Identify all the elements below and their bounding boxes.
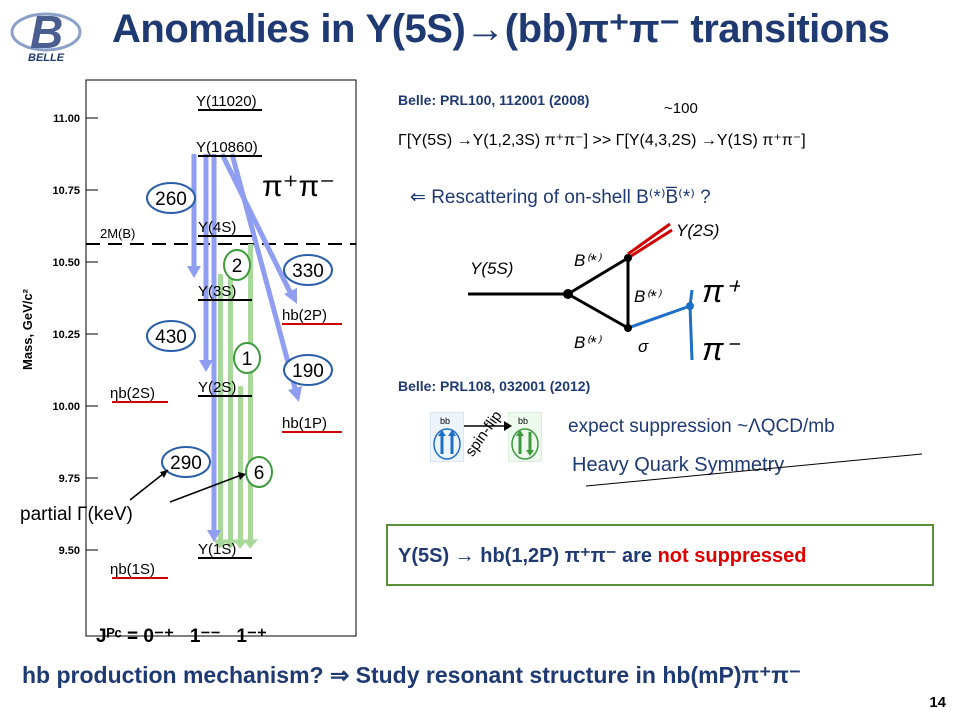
ratio-note: ~100 xyxy=(664,100,698,117)
logo-text: BELLE xyxy=(28,52,65,64)
bottom-question: hb production mechanism? ⇒ Study resonan… xyxy=(22,662,802,688)
width-value: 1 xyxy=(242,349,253,370)
spin-singlet-icon: bb xyxy=(430,412,464,462)
width-value: 330 xyxy=(292,261,324,282)
level-label: ηb(2S) xyxy=(110,385,155,402)
feynman-b-mid: B⁽*⁾ xyxy=(634,287,662,306)
width-value: 190 xyxy=(292,361,324,382)
energy-level-diagram: 11.00 10.75 10.50 10.25 10.00 9.75 9.50 … xyxy=(20,79,357,647)
suppression-note: expect suppression ~ΛQCD/mb xyxy=(568,416,835,437)
feynman-pi-plus: π⁺ xyxy=(702,273,740,309)
level-label: Υ(10860) xyxy=(196,139,258,156)
y-tick: 9.75 xyxy=(59,473,80,485)
y-axis-label: Mass, GeV/c² xyxy=(20,288,35,370)
level-label: Υ(3S) xyxy=(198,283,236,300)
feynman-sigma: σ xyxy=(638,337,649,356)
y-tick: 10.50 xyxy=(52,257,80,269)
feynman-in-label: Υ(5S) xyxy=(470,259,513,278)
jpc-label: Jᴾᶜ = 0⁻⁺ 1⁻⁻ 1⁻⁺ xyxy=(96,626,267,647)
slide-title: Anomalies in Υ(5S)→(bb)π⁺π⁻ transitions xyxy=(112,7,890,51)
result-box xyxy=(386,524,934,586)
feynman-b-bot: B⁽*⁾ xyxy=(574,333,602,352)
reference-2008: Belle: PRL100, 112001 (2008) xyxy=(398,92,590,108)
page-number: 14 xyxy=(929,694,946,711)
partial-width-label: partial Γ(keV) xyxy=(20,504,133,525)
width-value: 260 xyxy=(155,189,187,210)
heavy-quark-symmetry-note: Heavy Quark Symmetry xyxy=(572,454,785,476)
y-tick: 10.25 xyxy=(52,329,80,341)
pipi-label: π⁺π⁻ xyxy=(262,170,335,203)
belle-logo: B xyxy=(10,6,82,58)
y-tick: 10.00 xyxy=(52,401,80,413)
level-label: Υ(11020) xyxy=(196,93,257,110)
svg-text:bb: bb xyxy=(440,416,450,426)
svg-text:B: B xyxy=(30,6,63,58)
width-value: 290 xyxy=(170,453,202,474)
result-highlight: not suppressed xyxy=(657,545,807,567)
width-value: 430 xyxy=(155,327,187,348)
y-tick: 9.50 xyxy=(59,545,80,557)
y-tick: 10.75 xyxy=(52,185,80,197)
threshold-label: 2M(B) xyxy=(100,226,135,241)
level-label: Υ(4S) xyxy=(198,219,236,236)
width-value: 6 xyxy=(254,463,265,484)
feynman-pi-minus: π⁻ xyxy=(702,331,740,367)
svg-text:bb: bb xyxy=(518,416,528,426)
level-label: hb(1P) xyxy=(282,415,327,432)
spin-flip-icon: bb xyxy=(508,412,542,462)
level-label: hb(2P) xyxy=(282,307,327,324)
y-tick: 11.00 xyxy=(53,113,80,125)
level-label: Υ(1S) xyxy=(198,541,236,558)
feynman-diagram: Υ(5S) Υ(2S) B⁽*⁾ B⁽*⁾ B⁽*⁾ σ π⁺ π⁻ xyxy=(468,221,740,367)
feynman-out-label: Υ(2S) xyxy=(676,221,719,240)
spin-flip-arrow xyxy=(464,421,512,431)
ratio-formula: Γ[Υ(5S) →Υ(1,2,3S) π⁺π⁻] >> Γ[Υ(4,3,2S) … xyxy=(398,132,806,149)
width-value: 2 xyxy=(232,256,243,277)
strike-line xyxy=(585,453,923,487)
result-main: Υ(5S) → hb(1,2P) π⁺π⁻ are xyxy=(398,545,653,567)
rescattering-note: ⇐ Rescattering of on-shell B⁽*⁾B̅⁽*⁾ ? xyxy=(410,187,711,208)
level-label: Υ(2S) xyxy=(198,379,236,396)
result-box-text: Υ(5S) → hb(1,2P) π⁺π⁻ are not suppressed xyxy=(398,543,807,568)
level-label: ηb(1S) xyxy=(110,561,155,578)
reference-2012: Belle: PRL108, 032001 (2012) xyxy=(398,378,591,394)
feynman-b-top: B⁽*⁾ xyxy=(574,251,602,270)
